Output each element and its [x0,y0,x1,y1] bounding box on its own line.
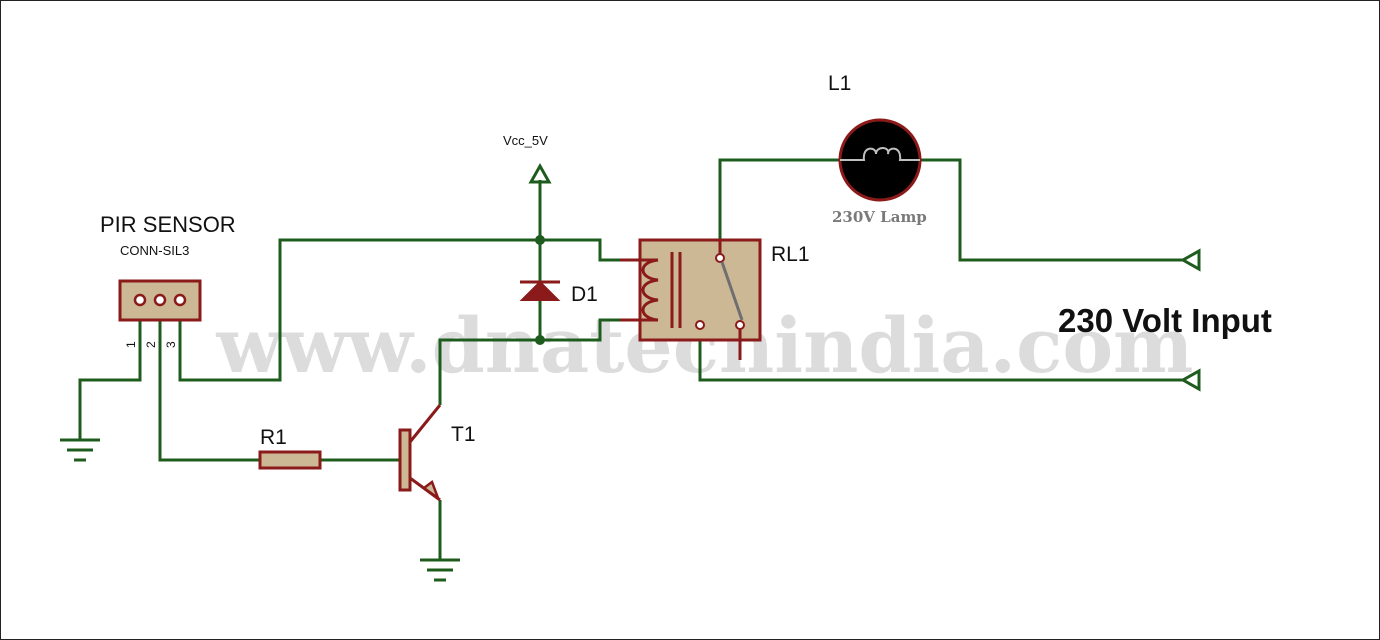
input-voltage-label: 230 Volt Input [1058,302,1272,339]
ground-symbol-left [60,438,100,462]
wire-pin1-ground [78,320,142,440]
pin-label: 1 [124,341,138,348]
vcc-label: Vcc_5V [503,133,548,148]
relay-label: RL1 [771,243,810,266]
transistor-t1 [398,404,442,502]
connector-type-label: CONN-SIL3 [120,243,189,258]
transistor-label: T1 [451,423,476,446]
resistor-label: R1 [260,426,287,449]
diode-label: D1 [571,283,598,306]
junction-dot [535,335,545,345]
wire-vcc-coil [540,238,620,262]
input-terminal-icon [1179,368,1201,392]
pir-sensor-label: PIR SENSOR [100,212,236,237]
vcc-arrow-icon [528,162,552,184]
input-terminal-icon [1179,248,1201,272]
lamp-l1 [838,118,922,202]
junction-dot [535,235,545,245]
resistor-r1 [258,450,322,470]
pin-label: 3 [164,341,178,348]
lamp-description: 230V Lamp [832,208,927,226]
pin-label: 2 [144,341,158,348]
lamp-label: L1 [828,72,851,95]
wire-pin2-r1 [158,320,260,462]
wire-coil-collector [438,318,620,405]
relay-rl1 [620,238,762,360]
ground-symbol-transistor [420,558,460,582]
pir-connector [118,279,202,322]
diode-symbol [519,280,561,301]
wire-lamp-input-top [920,158,1185,262]
wires [78,158,1185,560]
wire-pin3-vcc [178,238,540,382]
wire-relay-lamp [718,158,840,258]
wire-relay-input-bottom [698,328,1185,382]
